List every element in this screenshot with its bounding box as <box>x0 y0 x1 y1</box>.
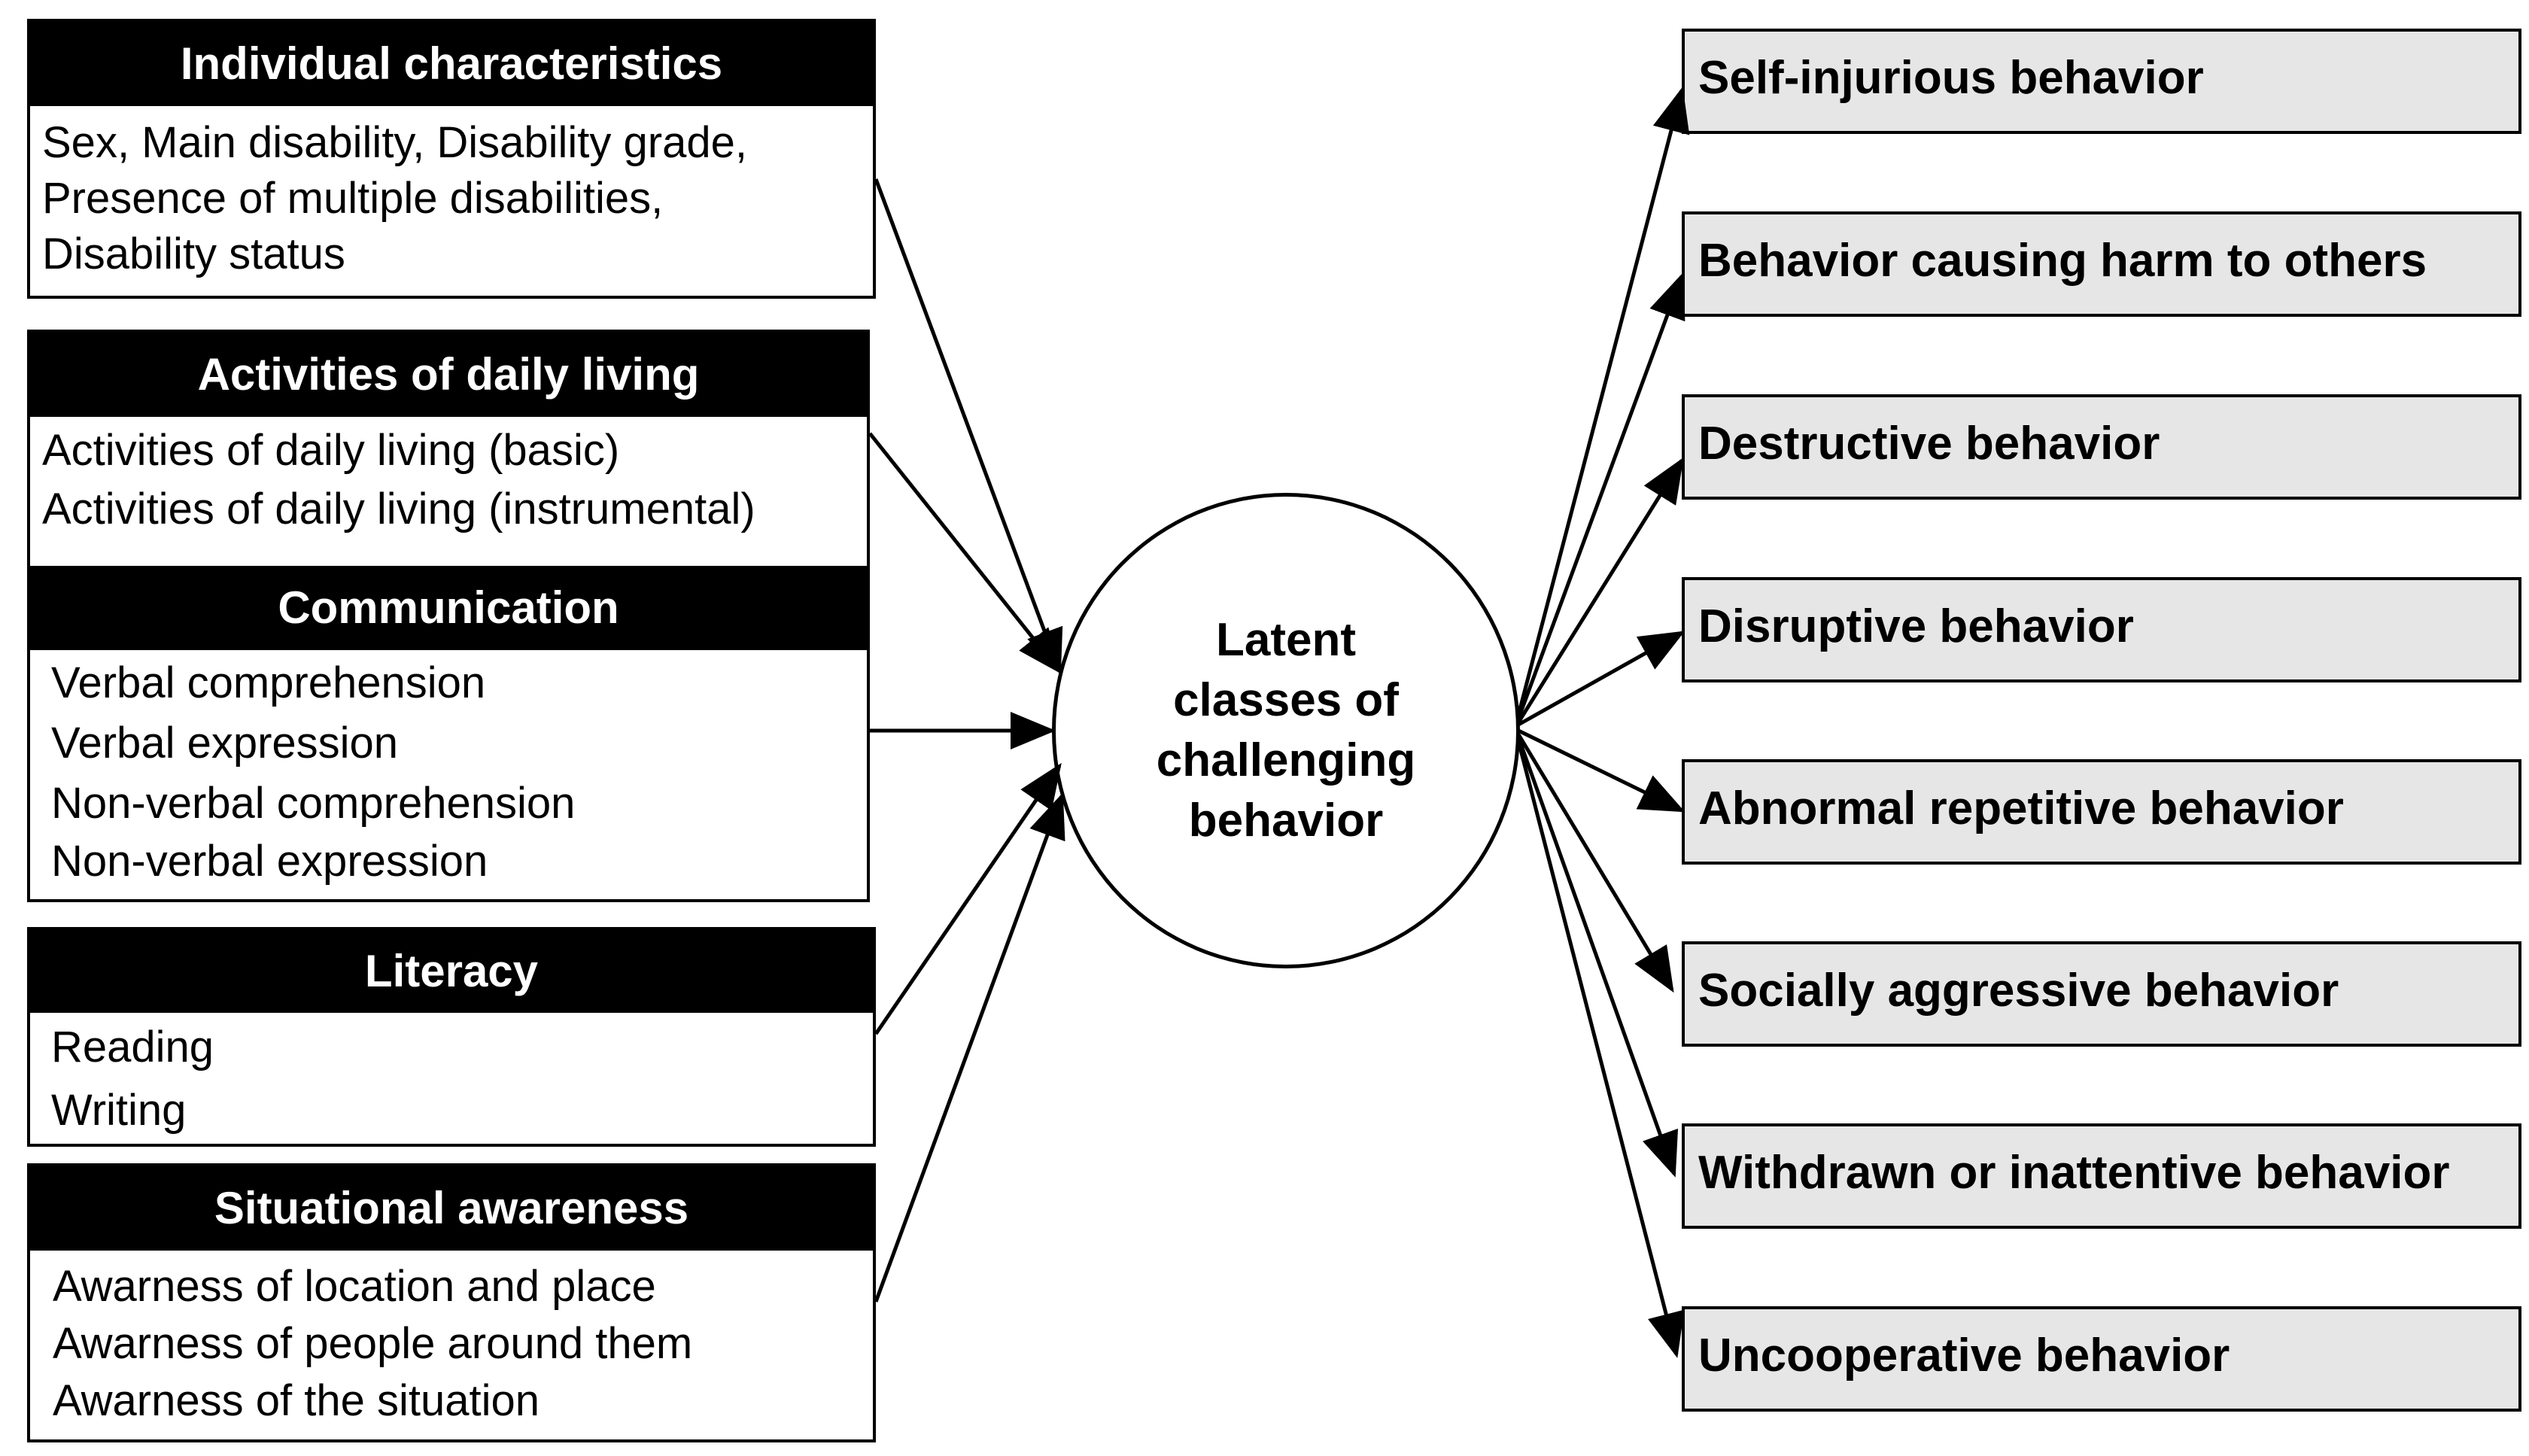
outcome-label: Behavior causing harm to others <box>1698 235 2427 287</box>
arrow-adl-to-latent <box>868 432 1062 674</box>
latent-class-label: Latent classes of challenging behavior <box>1156 614 1416 847</box>
predictor-item: Sex, Main disability, Disability grade, <box>42 118 747 167</box>
latent-class-node: Latent classes of challenging behavior <box>1052 493 1520 968</box>
arrow-latent-to-abnormal-repetitive <box>1517 728 1685 813</box>
outcome-harm-to-others: Behavior causing harm to others <box>1682 211 2521 317</box>
predictor-literacy: Literacy Reading Writing <box>27 927 876 1147</box>
predictor-item: Reading <box>51 1023 214 1071</box>
predictor-title: Activities of daily living <box>30 333 867 417</box>
outcome-label: Self-injurious behavior <box>1698 52 2204 104</box>
predictor-items: Awarness of location and place Awarness … <box>30 1251 873 1430</box>
arrow-latent-to-self-injurious <box>1516 87 1690 716</box>
predictor-item: Awarness of location and place <box>53 1262 656 1311</box>
arrow-literacy-to-latent <box>874 762 1062 1035</box>
outcome-destructive: Destructive behavior <box>1682 394 2521 500</box>
predictor-situational-awareness: Situational awareness Awarness of locati… <box>27 1163 876 1442</box>
arrow-situational-to-latent <box>874 792 1065 1302</box>
predictor-item: Verbal comprehension <box>51 658 486 707</box>
predictor-adl-communication: Activities of daily living Activities of… <box>27 330 870 902</box>
arrow-individual-to-latent <box>874 178 1063 675</box>
predictor-item: Activities of daily living (basic) <box>42 426 620 475</box>
predictor-items: Sex, Main disability, Disability grade, … <box>30 106 873 283</box>
predictor-individual-characteristics: Individual characteristics Sex, Main dis… <box>27 19 876 299</box>
arrow-latent-to-withdrawn <box>1516 737 1679 1178</box>
outcome-self-injurious: Self-injurious behavior <box>1682 29 2521 134</box>
predictor-title: Situational awareness <box>30 1166 873 1251</box>
predictor-item: Activities of daily living (instrumental… <box>42 485 755 533</box>
outcome-socially-aggressive: Socially aggressive behavior <box>1682 941 2521 1047</box>
predictor-item: Awarness of people around them <box>53 1319 693 1368</box>
arrow-latent-to-socially-aggressive <box>1516 733 1674 993</box>
outcome-uncooperative: Uncooperative behavior <box>1682 1306 2521 1412</box>
predictor-items: Reading Writing <box>30 1013 873 1142</box>
outcome-disruptive: Disruptive behavior <box>1682 577 2521 682</box>
predictor-item: Writing <box>51 1086 187 1135</box>
arrow-latent-to-disruptive <box>1517 631 1685 727</box>
outcome-label: Destructive behavior <box>1698 418 2160 470</box>
outcome-withdrawn-inattentive: Withdrawn or inattentive behavior <box>1682 1123 2521 1229</box>
predictor-item: Non-verbal comprehension <box>51 779 576 828</box>
outcome-label: Socially aggressive behavior <box>1698 965 2339 1017</box>
predictor-items: Activities of daily living (basic) Activ… <box>30 417 867 566</box>
predictor-title: Communication <box>30 566 867 650</box>
predictor-item: Presence of multiple disabilities, <box>42 174 664 223</box>
outcome-label: Disruptive behavior <box>1698 600 2134 652</box>
predictor-items: Verbal comprehension Verbal expression N… <box>30 650 867 889</box>
predictor-item: Non-verbal expression <box>51 837 488 886</box>
predictor-item: Awarness of the situation <box>53 1376 540 1425</box>
predictor-title: Individual characteristics <box>30 22 873 106</box>
outcome-abnormal-repetitive: Abnormal repetitive behavior <box>1682 759 2521 865</box>
arrow-latent-to-uncooperative <box>1516 740 1685 1358</box>
outcome-label: Withdrawn or inattentive behavior <box>1698 1147 2450 1199</box>
predictor-title: Literacy <box>30 930 873 1013</box>
arrow-latent-to-harm-to-others <box>1516 272 1685 719</box>
outcome-label: Abnormal repetitive behavior <box>1698 783 2344 834</box>
predictor-item: Disability status <box>42 229 345 279</box>
arrow-latent-to-destructive <box>1516 457 1684 724</box>
predictor-item: Verbal expression <box>51 719 399 768</box>
outcome-label: Uncooperative behavior <box>1698 1330 2230 1382</box>
